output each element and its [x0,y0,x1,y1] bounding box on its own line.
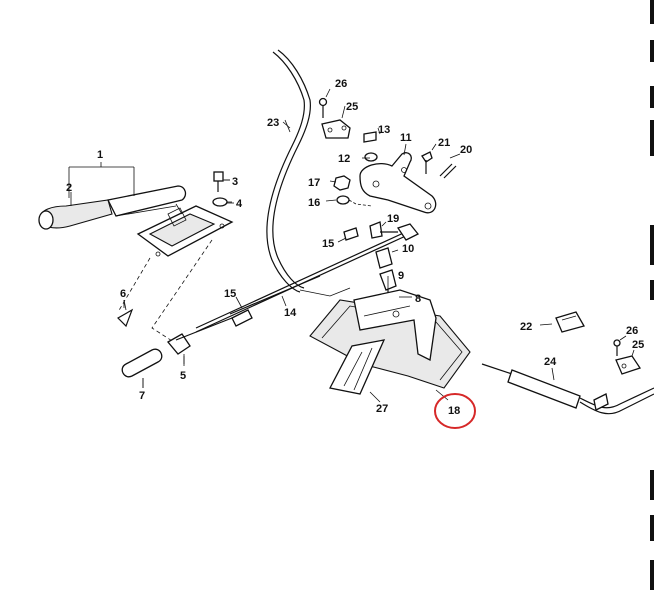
callout-10: 10 [402,243,414,255]
callout-22: 22 [520,321,532,333]
pin-15-upper [343,227,359,241]
part-19 [369,221,420,241]
callout-5: 5 [180,370,186,382]
callout-17: 17 [308,177,320,189]
washer-16 [336,195,373,207]
callout-21: 21 [438,137,450,149]
screw-26 [318,97,328,118]
callout-3: 3 [232,176,238,188]
callout-12: 12 [338,153,350,165]
part-4-washer [212,197,232,207]
clip-25 [321,119,351,139]
callout-19: 19 [387,213,399,225]
callout-27: 27 [376,403,388,415]
callout-9: 9 [398,270,404,282]
callout-15-lower: 15 [224,288,236,300]
part-7-grip [121,348,163,388]
clip-25-right [615,355,642,375]
cable-14 [175,229,411,341]
front-cable-23 [266,49,311,293]
callout-26-right: 26 [626,325,638,337]
hand-lever-assembly [38,185,234,257]
callout-26-top: 26 [335,78,347,90]
spacer-10 [375,247,393,269]
callout-20: 20 [460,144,472,156]
callout-15-upper: 15 [322,238,334,250]
callout-labels: 1 2 3 4 6 5 7 8 9 10 11 12 13 17 16 15 1… [66,78,644,417]
callout-23: 23 [267,117,279,129]
washer-12 [364,152,378,162]
spring-13 [363,131,377,143]
callout-7: 7 [139,390,145,402]
callout-24: 24 [544,356,557,368]
page-edge-marks [650,0,654,590]
bracket-11 [359,152,437,214]
callout-18: 18 [448,405,460,417]
plate-18 [309,289,471,395]
callout-2: 2 [66,182,72,194]
cable-24 [481,363,654,415]
callout-11: 11 [400,132,412,144]
callout-25-right: 25 [632,339,644,351]
callout-13: 13 [378,124,390,136]
callout-4: 4 [236,198,243,210]
pin-20 [439,163,457,179]
part-6-clip [117,299,134,328]
callout-14: 14 [284,307,297,319]
part-3-bolt [213,171,230,192]
nut-17 [333,175,351,191]
clip-22 [555,311,585,333]
callout-8: 8 [415,293,421,305]
callout-16: 16 [308,197,320,209]
callout-6: 6 [120,288,126,300]
callout-25-top: 25 [346,101,358,113]
highlight-circle-18 [434,393,476,429]
screw-26-right [613,339,621,356]
leader-lines [100,88,635,403]
pin-21 [421,151,433,174]
callout-1: 1 [97,149,103,161]
